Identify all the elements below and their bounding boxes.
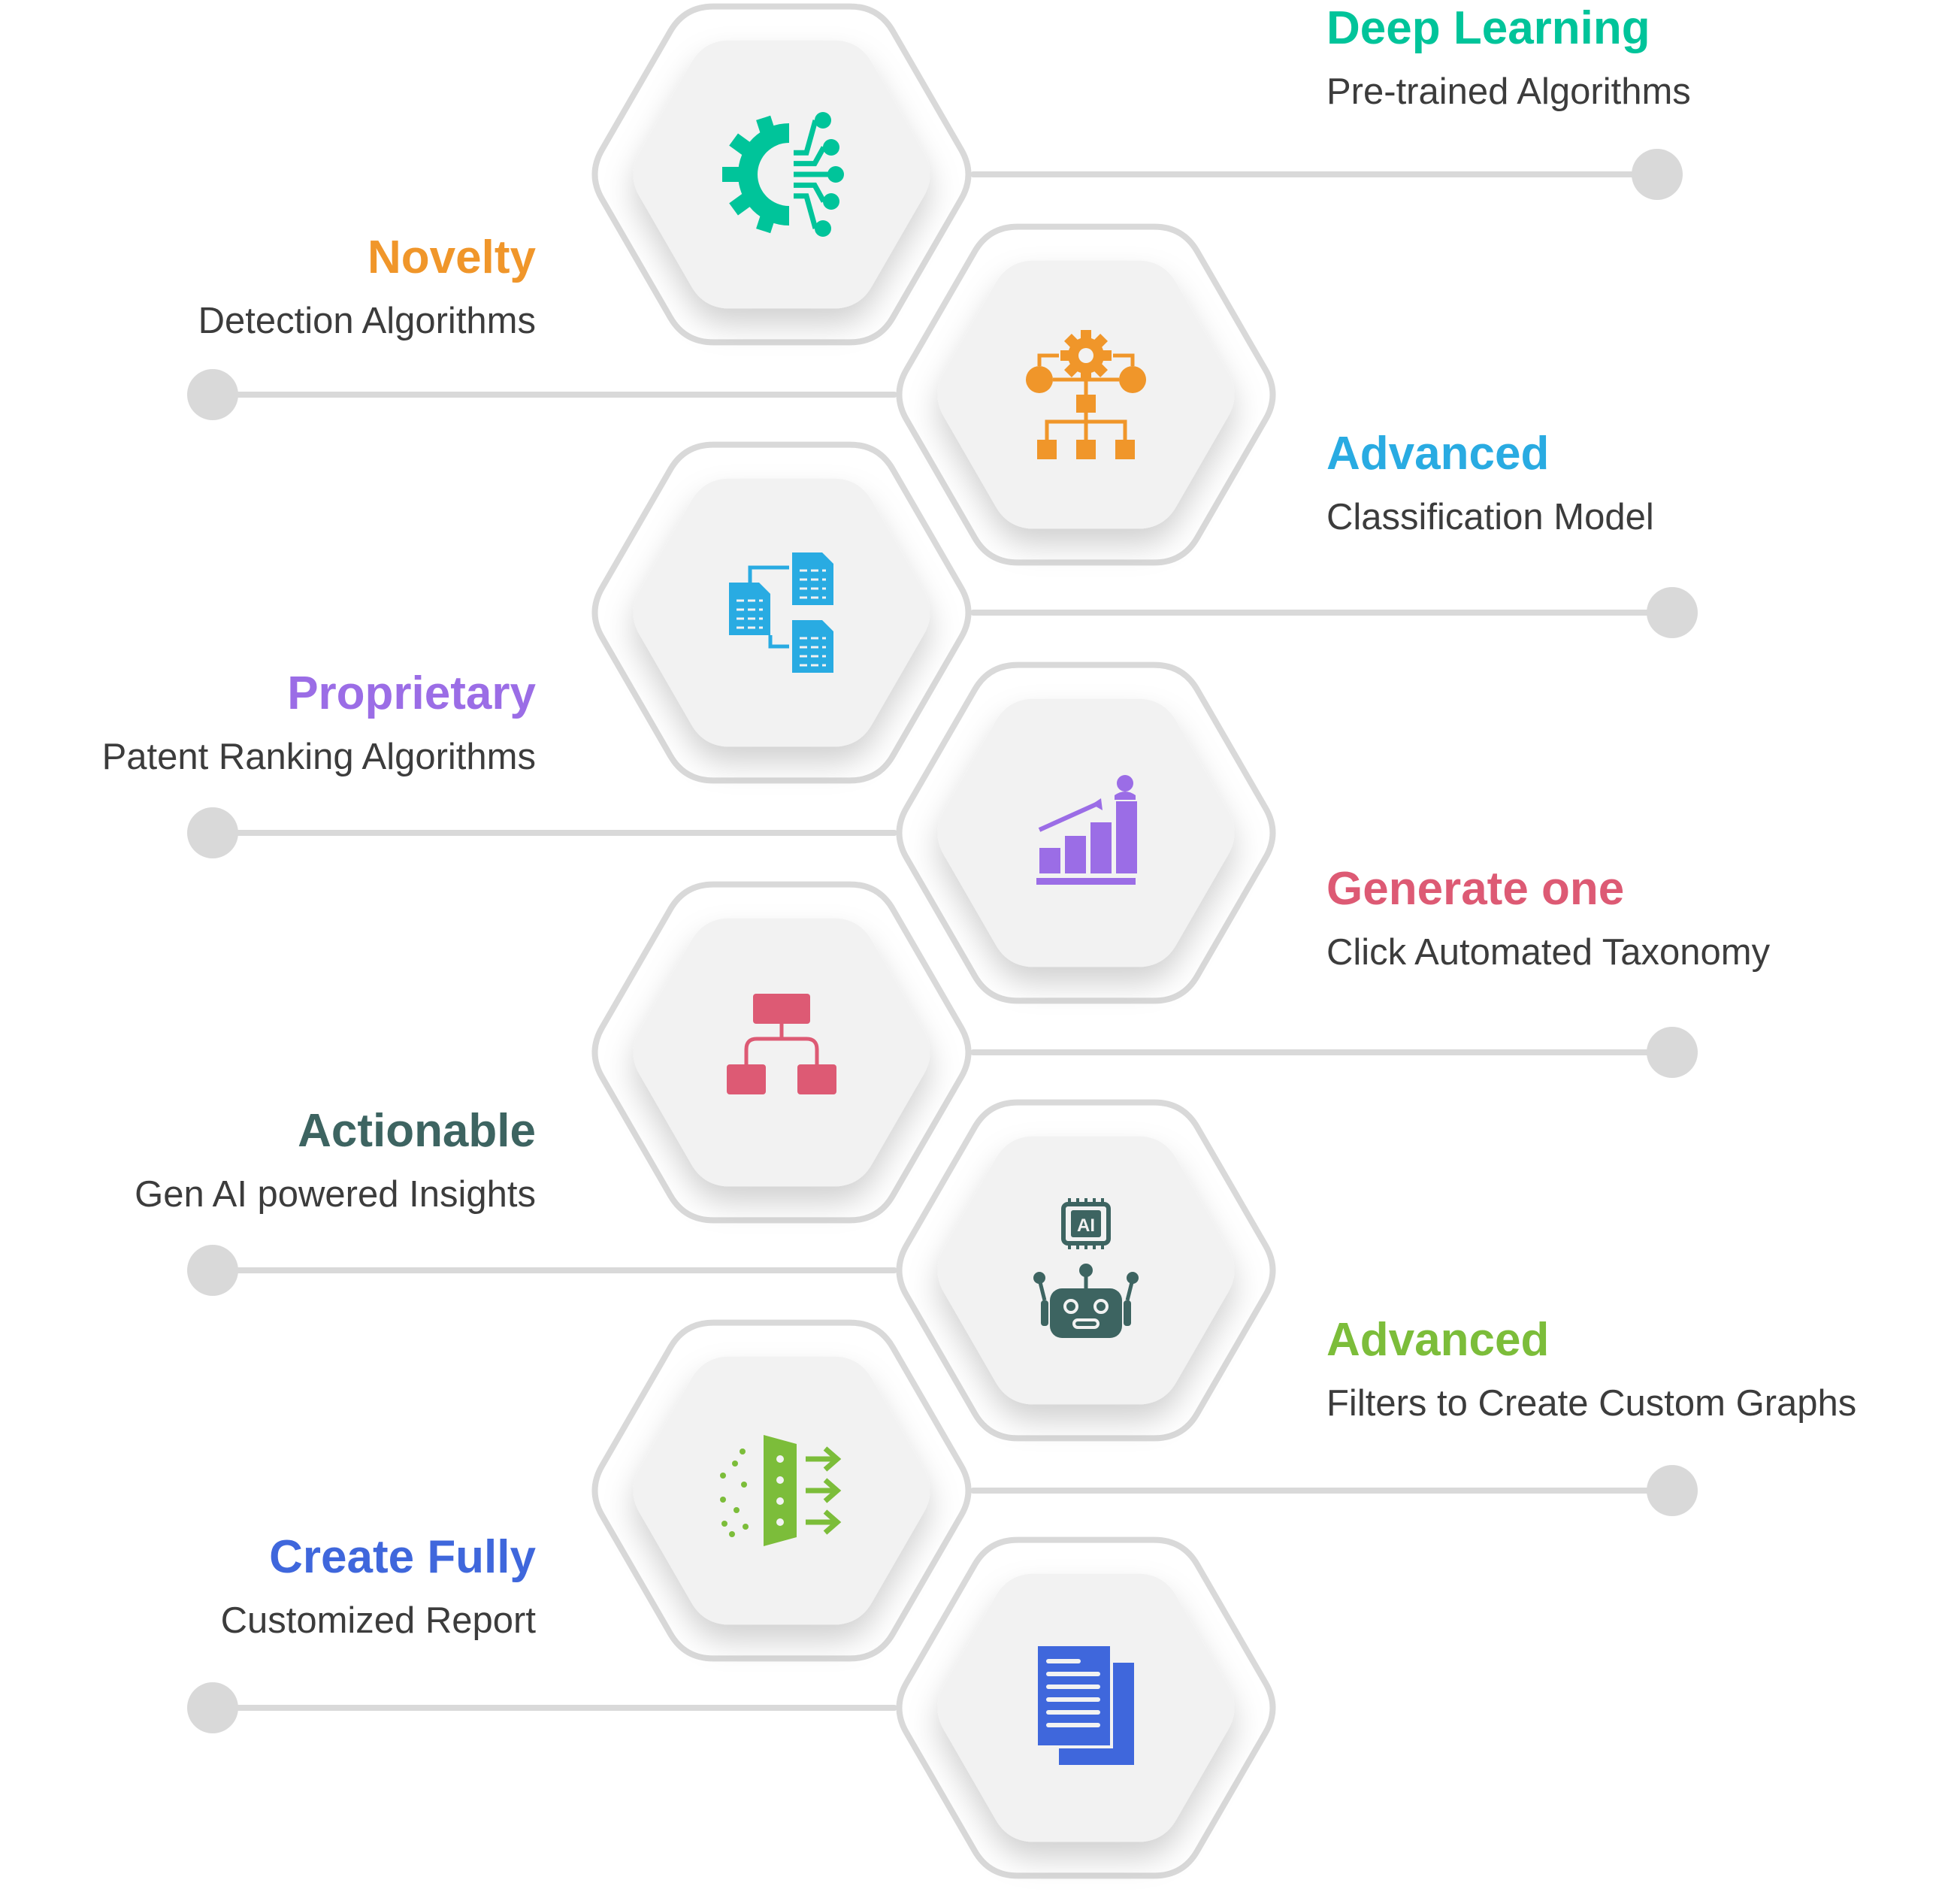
label-title: Proprietary (287, 667, 536, 719)
hexagon-node (896, 661, 1276, 1004)
gear-hierarchy-icon (1026, 330, 1146, 459)
hexagon-node (591, 1319, 972, 1662)
hexagon-node (591, 881, 972, 1224)
label-generate-one: Generate one Click Automated Taxonomy (1326, 861, 1770, 976)
label-create-fully: Create Fully Customized Report (221, 1529, 536, 1645)
hexagon-inner (633, 918, 930, 1187)
label-deep-learning: Deep Learning Pre-trained Algorithms (1326, 0, 1691, 116)
label-proprietary: Proprietary Patent Ranking Algorithms (102, 665, 536, 781)
ai-gear-circuit-icon (722, 112, 844, 237)
label-subtitle: Detection Algorithms (198, 301, 536, 341)
label-title: Novelty (368, 232, 536, 283)
hexagon-node: AI (896, 1099, 1276, 1442)
label-advanced-filters: Advanced Filters to Create Custom Graphs (1326, 1312, 1856, 1427)
hexagon-node (896, 1536, 1276, 1879)
label-novelty: Novelty Detection Algorithms (198, 229, 536, 345)
label-title: Actionable (298, 1105, 536, 1157)
connector-dot (187, 1245, 238, 1296)
label-subtitle: Customized Report (220, 1600, 536, 1641)
label-actionable: Actionable Gen AI powered Insights (135, 1103, 536, 1218)
hexagon-node (591, 3, 972, 346)
connector-dot (187, 369, 238, 420)
connector-dot (1647, 1027, 1698, 1078)
connector-dot (187, 1682, 238, 1733)
ai-chip-robot-icon: AI (1033, 1198, 1139, 1338)
growth-chart-icon (1036, 775, 1137, 885)
filter-arrows-icon (720, 1435, 842, 1546)
hexagon-inner (937, 698, 1235, 967)
hexagon-node (591, 441, 972, 784)
label-subtitle: Filters to Create Custom Graphs (1326, 1383, 1857, 1424)
connector-dot (187, 807, 238, 858)
label-subtitle: Gen AI powered Insights (135, 1174, 536, 1215)
connector-dot (1647, 587, 1698, 638)
svg-text:AI: AI (1077, 1215, 1095, 1236)
label-subtitle: Classification Model (1326, 497, 1654, 537)
label-subtitle: Pre-trained Algorithms (1326, 71, 1691, 112)
report-document-icon (1035, 1643, 1134, 1765)
label-subtitle: Click Automated Taxonomy (1326, 932, 1771, 973)
hexagon-node (896, 223, 1276, 566)
label-title: Advanced (1326, 428, 1550, 480)
connector-dot (1632, 149, 1683, 200)
label-advanced-classification: Advanced Classification Model (1326, 425, 1654, 541)
label-subtitle: Patent Ranking Algorithms (101, 737, 536, 777)
documents-transfer-icon (729, 552, 833, 673)
hexagon-inner (633, 40, 930, 309)
taxonomy-tree-icon (727, 994, 836, 1094)
label-title: Generate one (1326, 863, 1625, 915)
connector-dot (1647, 1465, 1698, 1516)
label-title: Advanced (1326, 1314, 1550, 1366)
label-title: Create Fully (269, 1531, 536, 1583)
hexagon-inner (633, 478, 930, 747)
label-title: Deep Learning (1326, 2, 1650, 54)
